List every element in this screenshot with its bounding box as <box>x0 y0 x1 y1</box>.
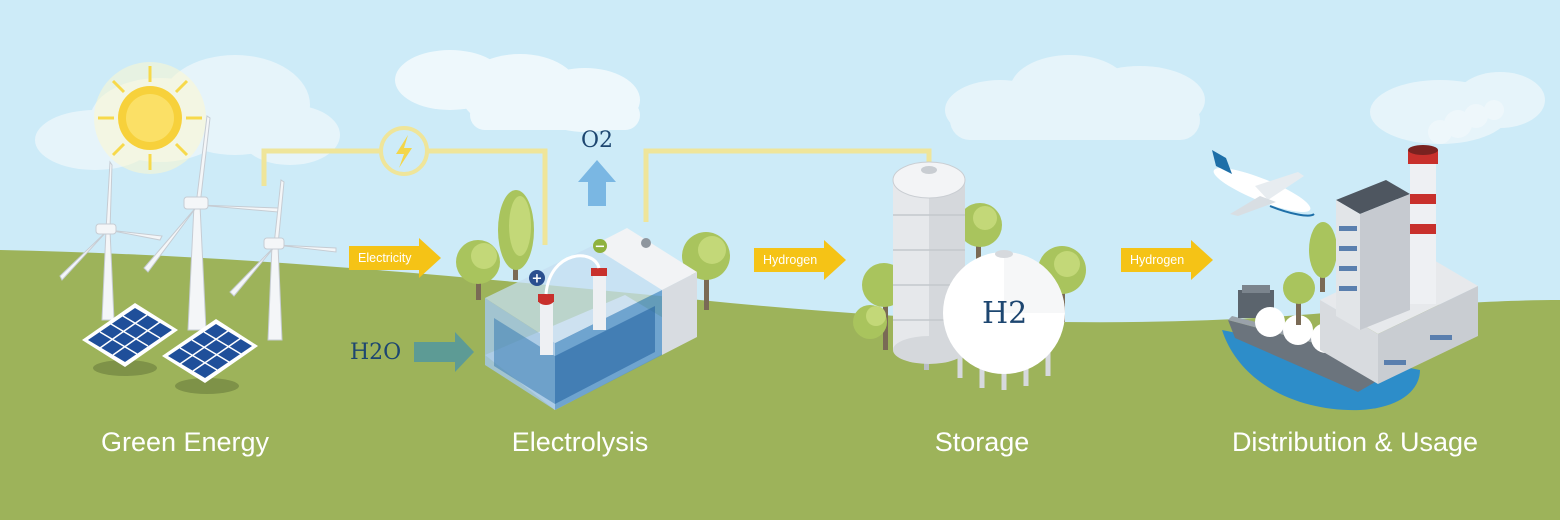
arrow-head-icon <box>1191 240 1213 280</box>
arrow-head-icon <box>824 240 846 280</box>
stage-label-electrolysis: Electrolysis <box>511 427 649 457</box>
solar-panel-icon <box>162 319 258 394</box>
sun-icon <box>94 62 206 174</box>
water-label: H2O <box>350 340 402 365</box>
airplane-icon <box>1212 150 1315 217</box>
tree-icon <box>958 203 1002 280</box>
oxygen-arrow <box>578 160 616 206</box>
cloud-icon <box>395 50 640 132</box>
electricity-flow-arrow: Electricity <box>349 238 441 278</box>
hydrogen-flow-label: Hydrogen <box>1121 248 1193 272</box>
lightning-icon <box>379 126 429 176</box>
hydrogen-pipe <box>643 148 932 222</box>
tree-icon <box>1309 222 1337 292</box>
wind-turbine-icon <box>143 115 279 331</box>
tree-icon <box>1283 272 1315 325</box>
positive-electrode-icon <box>529 270 545 286</box>
stage-label-green-energy: Green Energy <box>100 427 270 457</box>
hydrogen-flow-arrow-to-distribution: Hydrogen <box>1121 240 1213 280</box>
oxygen-label: O2 <box>581 128 614 153</box>
hydrogen-tank-icon <box>943 250 1065 390</box>
tree-icon <box>498 190 534 280</box>
smoke-cloud <box>1428 100 1504 144</box>
wind-turbine-icon <box>229 179 337 341</box>
tree-icon <box>682 232 730 310</box>
hydrogen-flow-label: Hydrogen <box>754 248 826 272</box>
hydrogen-tank-label: H2 <box>982 296 1028 331</box>
electrolyzer-tank: + − <box>485 228 697 410</box>
hydrogen-flow-arrow-to-storage: Hydrogen <box>754 240 846 280</box>
arrow-head-icon <box>419 238 441 278</box>
positive-sign: + <box>532 272 543 287</box>
negative-sign: − <box>595 240 606 255</box>
cloud-icon <box>945 55 1205 140</box>
factory-icon <box>1320 145 1478 384</box>
solar-panel-icon <box>82 303 178 376</box>
cloud-icon <box>1370 72 1545 144</box>
electricity-flow-label: Electricity <box>349 246 421 270</box>
tree-icon <box>456 240 500 300</box>
stage-label-distribution: Distribution & Usage <box>1231 427 1479 457</box>
stage-label-storage: Storage <box>934 427 1030 457</box>
storage-tower-icon <box>892 161 966 370</box>
grass-hill <box>0 250 1560 520</box>
wind-turbine-icon <box>59 160 163 321</box>
water-arrow <box>414 332 474 372</box>
negative-electrode-icon <box>593 239 607 253</box>
